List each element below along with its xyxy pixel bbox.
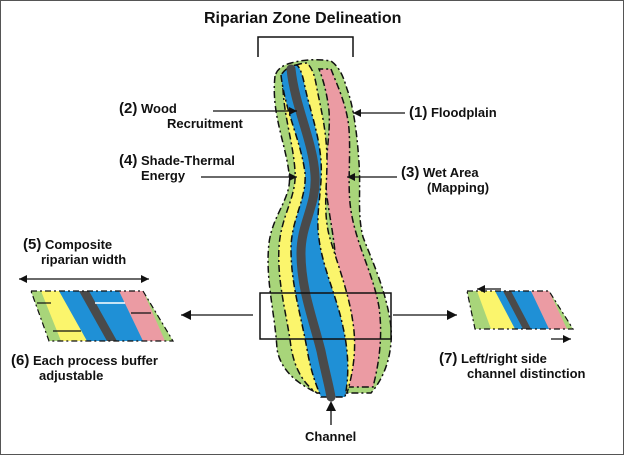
label-channel: Channel — [305, 429, 357, 444]
river-corridor — [267, 58, 393, 402]
right-inset — [466, 290, 575, 330]
label-wood-line1: Wood — [140, 101, 177, 116]
label-wood-line2: Recruitment — [167, 116, 243, 131]
label-shade-line2: Energy — [141, 168, 186, 183]
arrowhead-wet — [347, 173, 355, 181]
label-side-distinction: (7) Left/right side channel distinction — [439, 351, 585, 381]
right-inset-wet — [531, 291, 567, 329]
arrowhead-floodplain — [353, 109, 361, 117]
label-floodplain: (1) Floodplain — [409, 105, 497, 120]
label-floodplain-number: (1) — [409, 104, 428, 121]
diagram-title: Riparian Zone Delineation — [204, 10, 402, 27]
label-buffer-number: (6) — [11, 352, 30, 369]
label-composite-line2: riparian width — [41, 252, 127, 267]
label-side-number: (7) — [439, 350, 458, 367]
right-inset-channel — [503, 291, 531, 329]
channel-line — [286, 64, 336, 402]
arrowhead-side-bottom — [563, 335, 571, 343]
label-composite-width: (5) Composite riparian width — [23, 237, 126, 267]
wood-recruitment-zone — [280, 64, 349, 398]
arrow-heads — [19, 107, 571, 411]
label-buffer-line2: adjustable — [39, 368, 104, 383]
arrowhead-wood — [289, 107, 297, 115]
label-wood-recruitment: (2) Wood Recruitment — [119, 101, 243, 131]
arrowhead-channel — [326, 401, 336, 411]
left-inset-wet — [119, 291, 165, 341]
title-bracket — [257, 36, 354, 57]
label-wet-number: (3) — [401, 164, 420, 181]
label-shade-thermal: (4) Shade-Thermal Energy — [119, 153, 235, 183]
arrowhead-left-inset — [181, 310, 191, 320]
arrowhead-side-top — [477, 285, 485, 293]
left-inset-channel — [79, 291, 117, 341]
focus-box — [259, 292, 392, 340]
label-buffer-adjustable: (6) Each process buffer adjustable — [11, 353, 158, 383]
label-shade-number: (4) — [119, 152, 138, 169]
arrowhead-composite-right — [141, 275, 149, 283]
arrowhead-shade — [289, 173, 297, 181]
label-shade-line1: Shade-Thermal — [140, 153, 235, 168]
label-wet-area: (3) Wet Area (Mapping) — [401, 165, 489, 195]
arrowhead-right-inset — [447, 310, 457, 320]
label-composite-number: (5) — [23, 236, 42, 253]
label-wet-line2: (Mapping) — [427, 180, 490, 195]
label-composite-line1: Composite — [44, 237, 113, 252]
label-buffer-line1: Each process buffer — [32, 353, 158, 368]
label-side-line1: Left/right side — [460, 351, 547, 366]
label-side-line2: channel distinction — [467, 366, 586, 381]
label-wood-number: (2) — [119, 100, 138, 117]
right-inset-border — [466, 290, 575, 330]
label-floodplain-text: Floodplain — [430, 105, 497, 120]
left-inset — [30, 290, 175, 342]
left-inset-border — [30, 290, 175, 342]
arrowhead-composite-left — [19, 275, 27, 283]
label-wet-line1: Wet Area — [422, 165, 479, 180]
